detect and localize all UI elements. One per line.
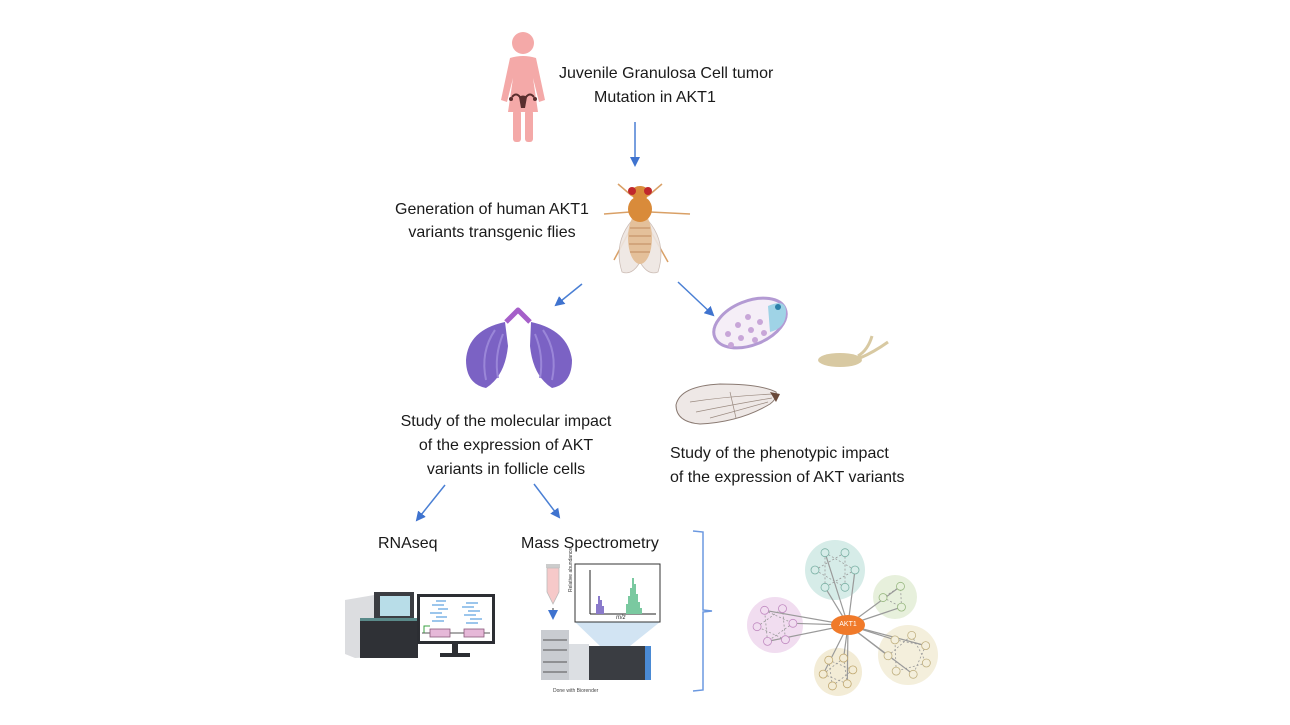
network-node	[890, 635, 900, 645]
computer-monitor-icon	[417, 594, 495, 657]
network-edge	[764, 610, 768, 642]
mass-spec-label: Mass Spectrometry	[521, 535, 659, 552]
ovaries-icon	[466, 307, 572, 388]
network-node	[839, 653, 848, 663]
fruit-fly-icon	[603, 183, 691, 274]
network-node	[820, 582, 830, 592]
title-line-2: Mutation in AKT1	[594, 89, 716, 106]
fly-wing-icon	[675, 383, 780, 425]
network-edge	[894, 639, 926, 647]
ms-spectrum-chart	[574, 563, 661, 623]
molecular-line-1: Study of the molecular impact	[400, 413, 612, 430]
network-edge	[782, 608, 786, 640]
ms-xlabel: m/z	[616, 615, 626, 621]
phenotypic-line-1: Study of the phenotypic impact	[670, 445, 889, 462]
network-edge	[764, 609, 794, 624]
arrow-to-phenotypes	[677, 281, 715, 317]
network-node	[840, 582, 850, 592]
network-edge	[814, 552, 846, 571]
arrow-to-ovaries	[554, 283, 583, 307]
network-node	[896, 581, 905, 591]
rnaseq-label: RNAseq	[378, 535, 438, 552]
phenotypic-line-2: of the expression of AKT variants	[670, 469, 905, 486]
arrow-to-mass-spec	[533, 483, 561, 519]
network-node	[848, 665, 858, 675]
sequencer-icon	[345, 592, 418, 658]
network-node	[760, 605, 769, 615]
title-line-1: Juvenile Granulosa Cell tumor	[559, 65, 774, 82]
network-node	[883, 651, 893, 661]
protein-network-icon	[747, 540, 938, 696]
network-edge	[756, 608, 783, 628]
network-edge	[756, 626, 786, 641]
network-node	[897, 602, 906, 612]
network-hub-label: AKT1	[839, 621, 857, 628]
network-node	[778, 604, 787, 614]
network-node	[891, 666, 901, 676]
network-node	[781, 635, 790, 645]
network-edge	[824, 552, 856, 571]
credit-label: Done with Biorender	[553, 688, 599, 694]
network-node	[763, 636, 772, 646]
molecular-line-2: of the expression of AKT	[418, 437, 594, 454]
network-node	[824, 655, 834, 665]
tube-icon	[546, 564, 560, 620]
network-node	[878, 593, 888, 602]
network-edge	[912, 645, 927, 675]
network-node	[850, 565, 860, 575]
generation-line-2: variants transgenic flies	[408, 224, 576, 241]
fly-egg-icon	[818, 335, 889, 367]
network-node	[921, 658, 931, 668]
network-edge	[894, 639, 897, 672]
network-node	[908, 669, 918, 679]
network-edge	[896, 662, 927, 672]
network-edge	[767, 622, 794, 642]
network-node	[842, 679, 852, 689]
generation-line-1: Generation of human AKT1	[395, 201, 589, 218]
arrow-to-rnaseq	[415, 484, 446, 522]
egg-chamber-icon	[712, 296, 788, 350]
network-node	[907, 630, 917, 640]
network-node	[788, 618, 798, 628]
ms-ylabel: Relative abundance	[568, 547, 574, 592]
network-edge	[887, 635, 912, 657]
molecular-line-3: variants in follicle cells	[426, 461, 586, 478]
network-edge	[824, 552, 849, 626]
mass-spectrometer-icon	[541, 622, 660, 680]
bracket	[692, 530, 713, 692]
network-node	[752, 622, 762, 632]
woman-uterus-icon	[501, 32, 545, 142]
network-edge	[911, 635, 927, 664]
network-node	[921, 641, 931, 651]
network-edge	[814, 569, 846, 588]
network-node	[828, 681, 837, 691]
network-node	[820, 548, 830, 558]
network-node	[818, 669, 828, 679]
network-node	[810, 565, 820, 575]
network-edge	[824, 569, 856, 588]
network-node	[840, 548, 850, 558]
